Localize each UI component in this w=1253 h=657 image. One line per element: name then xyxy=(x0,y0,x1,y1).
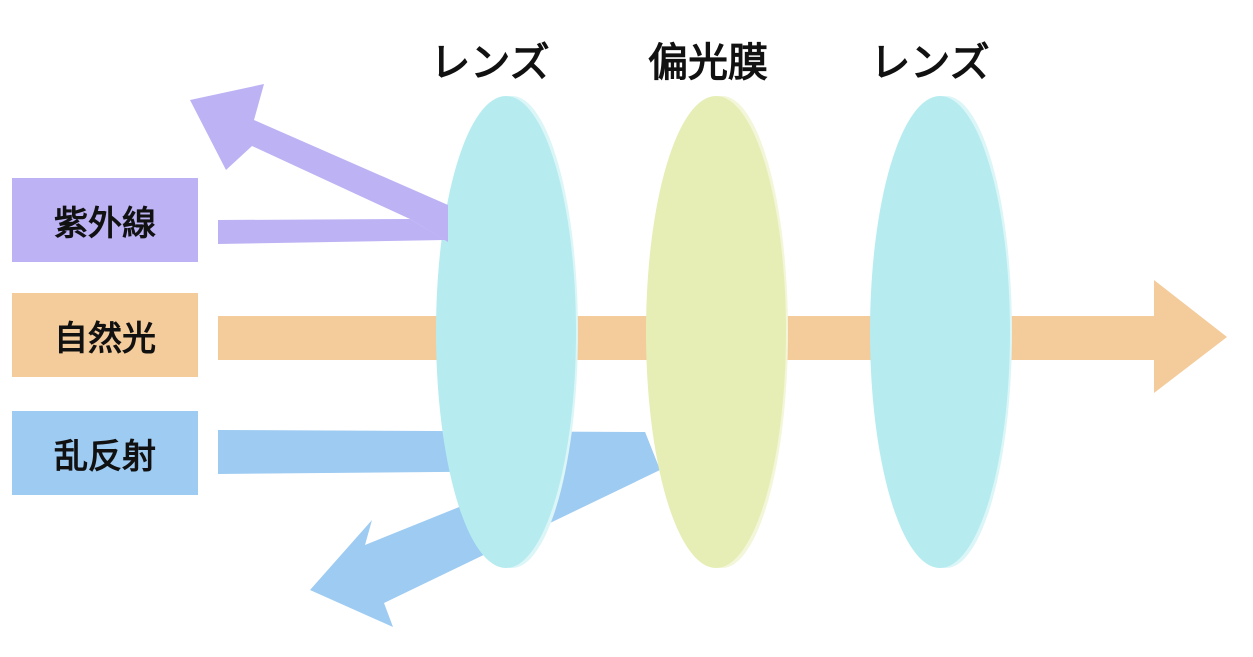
lens-2-body xyxy=(870,96,1010,568)
polarizing-film-body xyxy=(646,96,786,568)
lens-1-body xyxy=(436,96,576,568)
layer-label-lens-1: レンズ xyxy=(430,40,550,86)
light-label-natural: 自然光 xyxy=(12,293,198,377)
uv-light-reflected-arrow xyxy=(190,84,448,242)
light-label-diffuse: 乱反射 xyxy=(12,411,198,495)
polarizing-film xyxy=(646,96,788,568)
layer-label-lens-2: レンズ xyxy=(870,40,990,86)
lens-2 xyxy=(870,96,1012,568)
lens-1 xyxy=(436,96,578,568)
uv-light-incoming-band xyxy=(218,219,445,244)
layer-label-polarizing-film: 偏光膜 xyxy=(648,40,768,86)
light-label-uv: 紫外線 xyxy=(12,178,198,262)
